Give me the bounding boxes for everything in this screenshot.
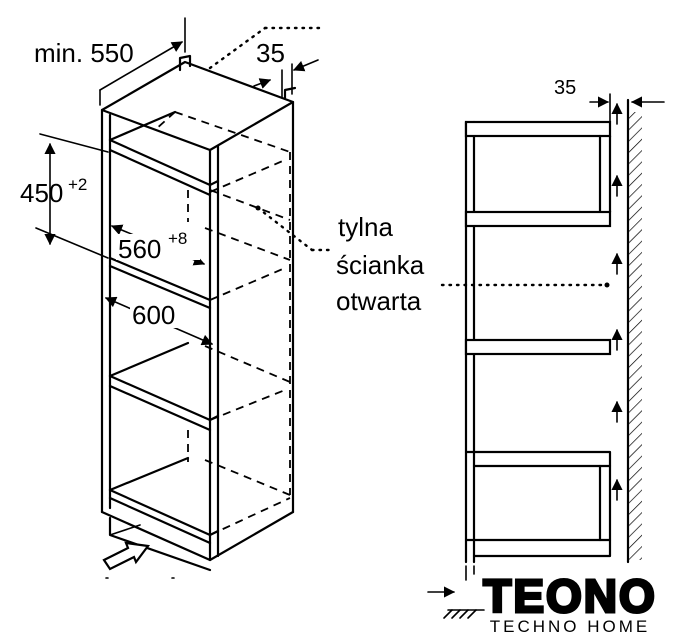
- dim-gap-side: 35: [554, 77, 665, 123]
- dim-depth-label: min. 550: [34, 38, 134, 68]
- open-back-wall-note: tylna ścianka otwarta: [336, 212, 610, 316]
- floor-inlet: [427, 565, 485, 619]
- dim-inner-width-tol: +8: [168, 229, 187, 248]
- note-line-1: tylna: [338, 212, 393, 242]
- note-line-2: ścianka: [336, 250, 425, 280]
- airflow-inlet-arrow: [102, 541, 151, 571]
- side-section-view: 35: [427, 77, 665, 619]
- dim-gap-side-label: 35: [554, 77, 576, 99]
- cabinet-isometric: min. 550 35 450 +2 560 +8: [20, 17, 332, 579]
- note-leader: [255, 205, 332, 252]
- dim-outer-width: 600: [104, 296, 214, 346]
- dim-inner-width-label: 560: [118, 234, 161, 264]
- dim-height: 450 +2: [20, 133, 109, 259]
- logo-subtitle: TECHNO HOME: [490, 617, 651, 636]
- hidden-back-lines: [154, 111, 291, 536]
- logo-brand-text: TEONO: [483, 570, 657, 622]
- dim-height-label: 450: [20, 178, 63, 208]
- wall-hatching: [628, 112, 642, 560]
- note-line-3: otwarta: [336, 286, 422, 316]
- dim-inner-width: 560 +8: [110, 224, 206, 266]
- dim-height-tol: +2: [68, 175, 87, 194]
- dim-outer-width-label: 600: [132, 300, 175, 330]
- dim-depth: min. 550: [34, 17, 186, 106]
- side-shelves: [464, 120, 612, 558]
- dim-gap-top: 35: [208, 26, 324, 99]
- teono-logo: TEONO TECHNO HOME: [482, 569, 657, 637]
- dim-gap-top-label: 35: [256, 38, 285, 68]
